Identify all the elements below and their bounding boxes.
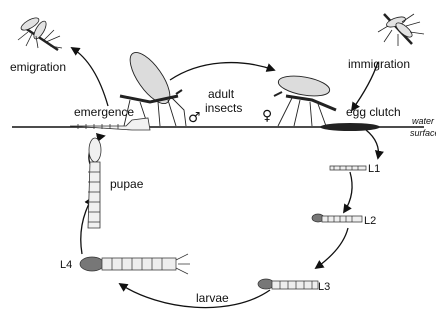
female-symbol: ♀ [262, 108, 272, 124]
immigrating-mosquito-icon [378, 14, 424, 46]
emerging-pupa-icon [70, 118, 150, 130]
arrow-L1-to-L2 [344, 172, 352, 212]
egg-clutch-mark [320, 123, 380, 131]
arrow-L2-to-L3 [316, 228, 348, 268]
label-immigration: immigration [348, 57, 410, 71]
arrow-emergence-to-emigration [72, 48, 108, 106]
label-adult: adult [208, 87, 235, 101]
arrow-adult-male-to-female [170, 63, 274, 80]
label-L3: L3 [318, 281, 330, 293]
emigrating-mosquito-icon [18, 16, 62, 50]
female-adult-mosquito-icon [274, 73, 336, 126]
larva-L3-icon [258, 279, 318, 289]
label-emergence: emergence [74, 105, 134, 119]
label-surface: surface [410, 128, 436, 138]
label-water: water [412, 116, 435, 126]
label-larvae: larvae [196, 291, 229, 305]
label-insects: insects [205, 101, 242, 115]
label-L4: L4 [60, 259, 72, 271]
larva-L1-icon [330, 166, 366, 170]
label-L2: L2 [364, 215, 376, 227]
label-pupae: pupae [110, 177, 144, 191]
larva-L4-icon [80, 254, 190, 274]
arrow-egg-to-L1 [366, 130, 379, 158]
label-emigration: emigration [10, 60, 66, 74]
arrow-L3-to-L4 [120, 284, 270, 308]
pupa-icon [88, 138, 101, 228]
label-egg-clutch: egg clutch [346, 105, 401, 119]
larva-L2-icon [312, 214, 362, 222]
male-symbol: ♂ [188, 110, 201, 126]
label-L1: L1 [368, 163, 380, 175]
